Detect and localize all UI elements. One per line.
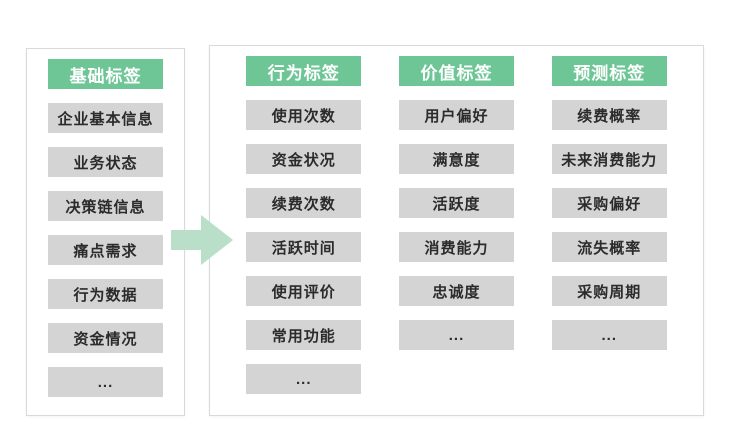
tag-item: 业务状态 bbox=[48, 147, 163, 177]
tag-item: 未来消费能力 bbox=[551, 144, 667, 174]
panel-derived-tags: 行为标签 使用次数 资金状况 续费次数 活跃时间 使用评价 常用功能 ... 价… bbox=[209, 45, 704, 416]
right-block-arrow-icon bbox=[171, 212, 233, 268]
tag-item: 忠诚度 bbox=[399, 276, 514, 306]
column-header-behavior: 行为标签 bbox=[246, 56, 362, 86]
tag-item: 消费能力 bbox=[399, 232, 514, 262]
column-behavior: 行为标签 使用次数 资金状况 续费次数 活跃时间 使用评价 常用功能 ... bbox=[245, 46, 363, 415]
tag-item: 使用次数 bbox=[246, 100, 362, 130]
tag-item: 使用评价 bbox=[246, 276, 362, 306]
column-header-prediction: 预测标签 bbox=[551, 56, 667, 86]
column-prediction: 预测标签 续费概率 未来消费能力 采购偏好 流失概率 采购周期 ... bbox=[550, 46, 668, 415]
tag-item: 采购周期 bbox=[551, 276, 667, 306]
tag-item: 用户偏好 bbox=[399, 100, 514, 130]
tag-item-ellipsis: ... bbox=[48, 367, 163, 397]
panel-base-tags: 基础标签 企业基本信息 业务状态 决策链信息 痛点需求 行为数据 资金情况 ..… bbox=[26, 48, 185, 416]
tag-item: 资金情况 bbox=[48, 323, 163, 353]
tag-item: 续费概率 bbox=[551, 100, 667, 130]
tag-item: 采购偏好 bbox=[551, 188, 667, 218]
tag-item-ellipsis: ... bbox=[551, 320, 667, 350]
tag-item: 续费次数 bbox=[246, 188, 362, 218]
tag-item: 痛点需求 bbox=[48, 235, 163, 265]
tag-item: 活跃度 bbox=[399, 188, 514, 218]
tag-item: 常用功能 bbox=[246, 320, 362, 350]
tag-item: 行为数据 bbox=[48, 279, 163, 309]
tag-item-ellipsis: ... bbox=[246, 364, 362, 394]
tag-item: 资金状况 bbox=[246, 144, 362, 174]
column-value: 价值标签 用户偏好 满意度 活跃度 消费能力 忠诚度 ... bbox=[398, 46, 516, 415]
column-header-value: 价值标签 bbox=[399, 56, 514, 86]
tag-item: 决策链信息 bbox=[48, 191, 163, 221]
column-header-base: 基础标签 bbox=[48, 59, 163, 89]
tag-item: 活跃时间 bbox=[246, 232, 362, 262]
tag-item: 流失概率 bbox=[551, 232, 667, 262]
tag-item: 企业基本信息 bbox=[48, 103, 163, 133]
column-base: 基础标签 企业基本信息 业务状态 决策链信息 痛点需求 行为数据 资金情况 ..… bbox=[47, 49, 165, 415]
tag-item-ellipsis: ... bbox=[399, 320, 514, 350]
tag-item: 满意度 bbox=[399, 144, 514, 174]
